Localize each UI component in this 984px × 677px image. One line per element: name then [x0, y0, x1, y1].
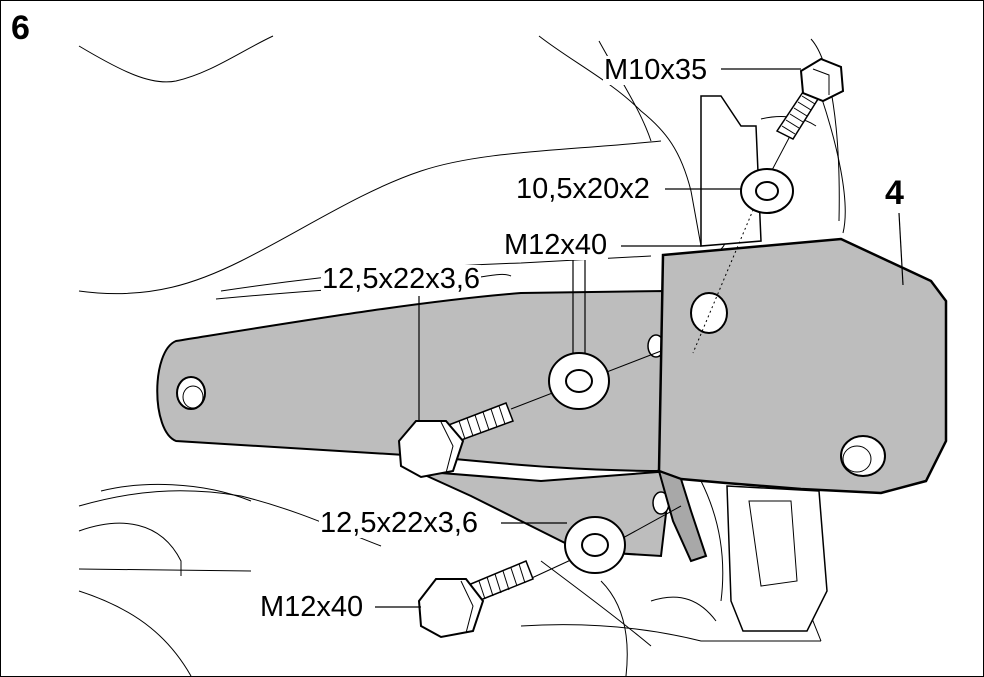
part-number-label: 4 — [885, 174, 904, 212]
washer-10-5x20x2 — [740, 168, 794, 214]
leader-lines — [375, 68, 904, 608]
label-bolt-bottom: M12x40 — [259, 591, 365, 623]
bolt-middle-left — [397, 402, 514, 479]
bolt-bottom — [417, 560, 534, 639]
label-washer-lower: 12,5x22x3,6 — [319, 507, 480, 539]
frame-rail — [700, 95, 828, 632]
washer-middle — [548, 352, 610, 410]
plate-hole — [690, 292, 728, 334]
label-bolt-top: M10x35 — [603, 54, 709, 86]
mounting-plate-part-4 — [657, 237, 948, 563]
label-washer-upper: 12,5x22x3,6 — [321, 263, 482, 295]
label-bolt-middle: M12x40 — [503, 229, 609, 261]
plate-hole-lower — [840, 435, 886, 477]
label-washer-top: 10,5x20x2 — [515, 173, 651, 205]
washer-lower — [564, 516, 626, 574]
step-number: 6 — [11, 9, 30, 47]
bolt-m10x35 — [775, 57, 845, 140]
